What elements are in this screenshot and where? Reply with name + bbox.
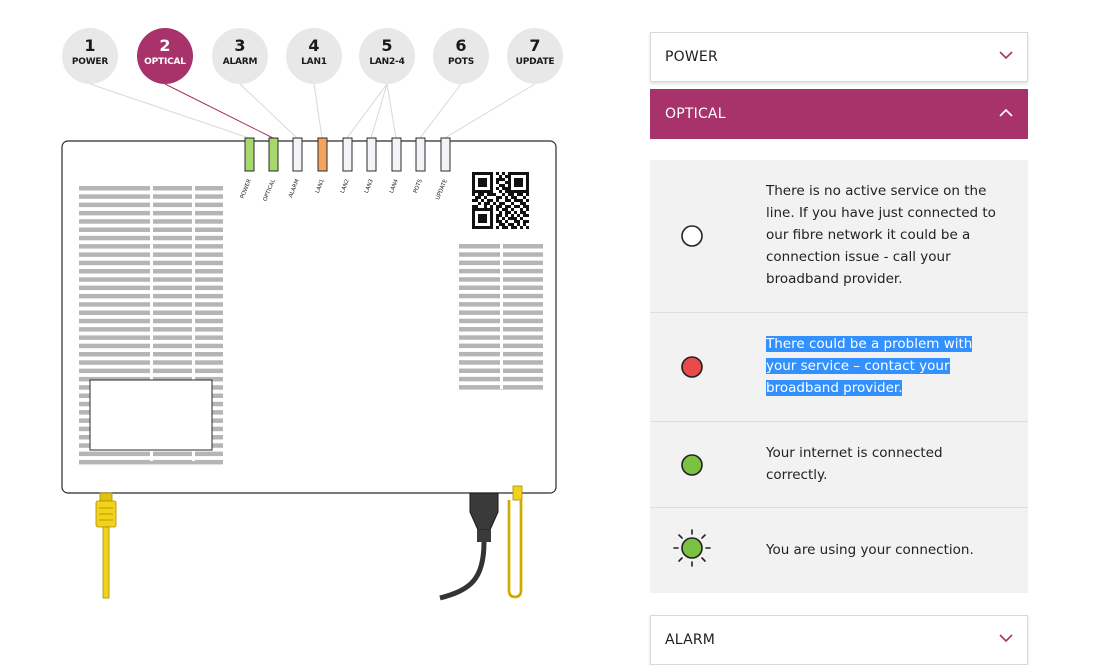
led-red-icon [681, 356, 703, 378]
led-off-icon [681, 225, 703, 247]
state-row-green-flashing: You are using your connection. [650, 508, 1028, 593]
step-label: LAN1 [301, 57, 327, 67]
vent-slat [79, 459, 223, 465]
accordion-title: POWER [665, 49, 718, 65]
led-lan2 [342, 137, 353, 172]
vent-divider [192, 186, 195, 461]
leader-line [444, 83, 536, 139]
led-lan4 [391, 137, 402, 172]
chevron-up-icon [999, 108, 1013, 117]
chevron-down-icon [999, 51, 1013, 60]
vent-divider [500, 244, 503, 389]
led-lan1 [317, 137, 328, 172]
led-optical [268, 137, 279, 172]
leader-line [346, 83, 388, 139]
step-number: 1 [84, 36, 96, 55]
led-label: LAN4 [389, 178, 400, 194]
step-label: LAN2-4 [369, 57, 405, 67]
yellow-ethernet-cable [95, 492, 117, 599]
accordion-power[interactable]: POWER [650, 32, 1028, 82]
step-5-lan2-4[interactable]: 5 LAN2-4 [359, 28, 415, 84]
led-label: POTS [413, 178, 424, 194]
step-label: ALARM [222, 57, 258, 67]
state-row-off: There is no active service on the line. … [650, 160, 1028, 313]
leader-line [370, 83, 388, 139]
led-update [440, 137, 451, 172]
step-7-update[interactable]: 7 UPDATE [507, 28, 563, 84]
led-pots [415, 137, 426, 172]
step-4-lan1[interactable]: 4 LAN1 [286, 28, 342, 84]
label-plate [89, 379, 213, 451]
fibre-cable [507, 485, 523, 599]
step-1-power[interactable]: 1 POWER [62, 28, 118, 84]
led-green-icon [681, 454, 703, 476]
led-power [244, 137, 255, 172]
leader-line [386, 83, 397, 139]
step-label: POWER [71, 57, 109, 67]
step-number: 2 [159, 36, 171, 55]
led-label: LAN1 [315, 179, 326, 195]
accordion-optical[interactable]: OPTICAL [650, 89, 1028, 139]
selected-text: There could be a problem with your servi… [766, 336, 973, 396]
accordion-title: ALARM [665, 632, 716, 648]
step-6-pots[interactable]: 6 POTS [433, 28, 489, 84]
step-3-alarm[interactable]: 3 ALARM [212, 28, 268, 84]
state-row-red: There could be a problem with your servi… [650, 313, 1028, 422]
step-number: 5 [381, 36, 393, 55]
leader-lines [89, 83, 536, 139]
step-number: 6 [455, 36, 467, 55]
accordion-title: OPTICAL [665, 106, 726, 122]
step-2-optical[interactable]: 2 OPTICAL [137, 28, 193, 84]
led-green-flashing-icon [673, 529, 711, 567]
step-label: UPDATE [515, 57, 555, 67]
led-label: LAN2 [340, 179, 351, 195]
step-label: POTS [447, 57, 475, 67]
accordion-alarm[interactable]: ALARM [650, 615, 1028, 665]
state-description: Your internet is connected correctly. [766, 445, 943, 483]
step-number: 3 [234, 36, 246, 55]
state-description: You are using your connection. [766, 542, 974, 558]
leader-line [313, 83, 323, 139]
state-description: There could be a problem with your servi… [766, 333, 1006, 399]
power-cable [439, 492, 499, 601]
leader-line [239, 83, 298, 139]
leader-line [164, 83, 274, 139]
led-label: LAN3 [364, 178, 375, 194]
step-number: 4 [308, 36, 320, 55]
right-vent-grille [459, 244, 543, 390]
qr-code-icon [472, 172, 529, 229]
vent-divider [150, 186, 153, 461]
chevron-down-icon [999, 634, 1013, 643]
step-number: 7 [529, 36, 541, 55]
optical-panel: There is no active service on the line. … [650, 160, 1028, 593]
step-label: OPTICAL [144, 57, 186, 67]
leader-line [89, 83, 250, 139]
state-row-green: Your internet is connected correctly. [650, 422, 1028, 508]
leader-line [419, 83, 462, 139]
led-lan3 [366, 137, 377, 172]
state-description: There is no active service on the line. … [766, 183, 996, 287]
led-alarm [292, 137, 303, 172]
